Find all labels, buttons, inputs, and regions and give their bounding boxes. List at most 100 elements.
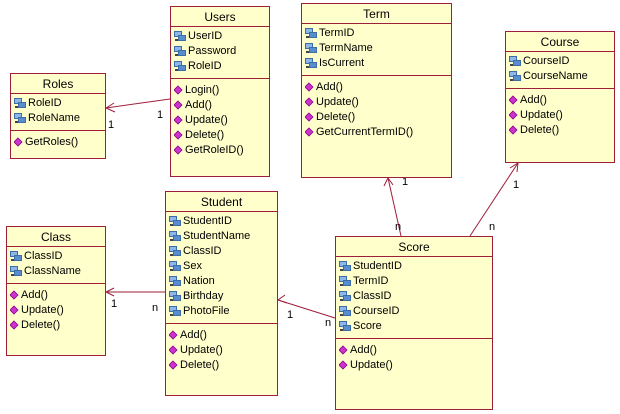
attribute-row[interactable]: StudentID (169, 214, 277, 229)
operation-label: GetCurrentTermID() (316, 126, 414, 138)
attribute-row[interactable]: Score (339, 319, 492, 334)
attribute-row[interactable]: Password (174, 44, 269, 59)
operation-row[interactable]: Delete() (169, 358, 277, 373)
attribute-row[interactable]: ClassName (10, 264, 105, 279)
operation-label: Update() (21, 304, 64, 316)
attribute-row[interactable]: CourseName (509, 69, 614, 84)
operation-icon (509, 95, 518, 105)
class-name: Roles (11, 74, 105, 94)
attribute-label: ClassID (183, 245, 222, 257)
multiplicity-student-class-student-end: n (152, 302, 159, 314)
operation-row[interactable]: Add() (174, 98, 269, 113)
attribute-row[interactable]: Sex (169, 259, 277, 274)
operation-row[interactable]: Delete() (509, 123, 614, 138)
operation-icon (10, 290, 19, 300)
attribute-label: StudentName (183, 230, 251, 242)
operation-row[interactable]: Update() (339, 358, 492, 373)
operation-icon (174, 145, 183, 155)
operation-icon (509, 110, 518, 120)
operation-row[interactable]: Delete() (174, 128, 269, 143)
attribute-row[interactable]: CourseID (509, 54, 614, 69)
attribute-row[interactable]: RoleID (14, 96, 105, 111)
operation-label: Add() (350, 344, 377, 356)
operation-row[interactable]: Add() (509, 93, 614, 108)
operation-compartment: Add()Update() Delete() (506, 89, 614, 138)
attribute-row[interactable]: CourseID (339, 304, 492, 319)
operation-label: Add() (21, 289, 48, 301)
attribute-row[interactable]: StudentName (169, 229, 277, 244)
association-score-course (469, 162, 519, 237)
class-name: Users (171, 7, 269, 27)
operation-row[interactable]: Add() (339, 343, 492, 358)
attribute-icon (339, 306, 351, 316)
operation-label: Update() (180, 344, 223, 356)
attribute-label: CourseID (523, 55, 570, 67)
attribute-row[interactable]: PhotoFile (169, 304, 277, 319)
operation-row[interactable]: Update() (305, 95, 451, 110)
attribute-row[interactable]: RoleName (14, 111, 105, 126)
operation-row[interactable]: Update() (509, 108, 614, 123)
operation-row[interactable]: Add() (10, 288, 105, 303)
attribute-row[interactable]: TermID (305, 26, 451, 41)
operation-row[interactable]: Add() (305, 80, 451, 95)
attribute-row[interactable]: IsCurrent (305, 56, 451, 71)
arrowhead-course (509, 162, 519, 173)
attribute-icon (174, 31, 186, 41)
operation-row[interactable]: Login() (174, 83, 269, 98)
attribute-row[interactable]: UserID (174, 29, 269, 44)
operation-icon (14, 137, 23, 147)
attribute-row[interactable]: Nation (169, 274, 277, 289)
attribute-row[interactable]: TermID (339, 274, 492, 289)
attribute-icon (305, 28, 317, 38)
attribute-label: UserID (188, 30, 223, 42)
operation-label: Delete() (185, 129, 225, 141)
attribute-compartment: CourseID CourseName (506, 52, 614, 89)
attribute-row[interactable]: StudentID (339, 259, 492, 274)
attribute-label: Password (188, 45, 237, 57)
operation-row[interactable]: GetRoleID() (174, 143, 269, 158)
attribute-row[interactable]: ClassID (339, 289, 492, 304)
attribute-icon (169, 306, 181, 316)
attribute-row[interactable]: Birthday (169, 289, 277, 304)
class-name: Score (336, 237, 492, 257)
class-name: Course (506, 32, 614, 52)
attribute-row[interactable]: RoleID (174, 59, 269, 74)
operation-row[interactable]: Delete() (10, 318, 105, 333)
operation-row[interactable]: Update() (174, 113, 269, 128)
attribute-label: RoleID (28, 97, 62, 109)
operation-row[interactable]: GetCurrentTermID() (305, 125, 451, 140)
operation-icon (305, 127, 314, 137)
operation-compartment: Add()Update()Delete() GetCurrentTermID() (302, 76, 451, 140)
operation-label: Delete() (316, 111, 356, 123)
attribute-icon (305, 58, 317, 68)
attribute-icon (10, 266, 22, 276)
operation-row[interactable]: Add() (169, 328, 277, 343)
attribute-row[interactable]: ClassID (10, 249, 105, 264)
operation-row[interactable]: Delete() (305, 110, 451, 125)
attribute-icon (339, 261, 351, 271)
operation-icon (10, 320, 19, 330)
association-score-student (277, 299, 336, 319)
attribute-label: ClassID (24, 250, 63, 262)
operation-label: Update() (520, 109, 563, 121)
operation-row[interactable]: GetRoles() (14, 135, 105, 150)
attribute-icon (14, 98, 26, 108)
operation-label: Update() (185, 114, 228, 126)
attribute-icon (339, 276, 351, 286)
multiplicity-score-course-score-end: n (489, 221, 496, 233)
attribute-row[interactable]: TermName (305, 41, 451, 56)
operation-icon (169, 345, 178, 355)
multiplicity-score-term-term-end: 1 (402, 176, 409, 188)
attribute-row[interactable]: ClassID (169, 244, 277, 259)
attribute-icon (169, 216, 181, 226)
operation-row[interactable]: Update() (169, 343, 277, 358)
operation-row[interactable]: Update() (10, 303, 105, 318)
